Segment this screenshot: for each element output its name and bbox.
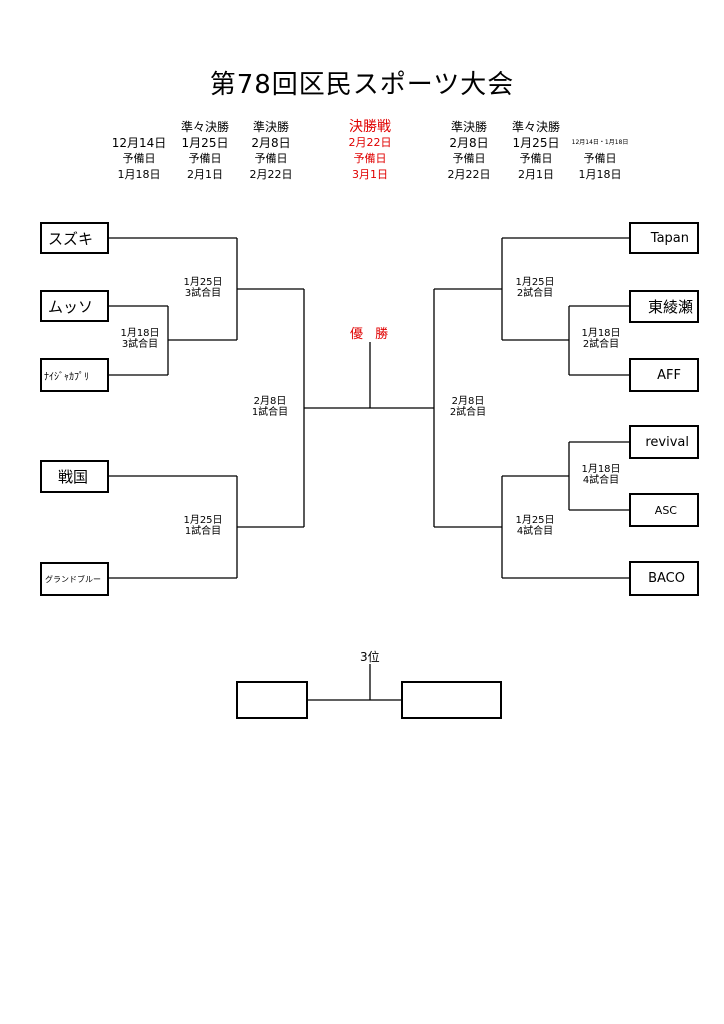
team-name: Tapan	[650, 230, 689, 246]
match-name: 4試合目	[516, 526, 554, 537]
schedule-reserve-date: 2月1日	[518, 168, 554, 181]
match-label: 2月8日 1試合目	[243, 396, 297, 418]
page-title: 第78回区民スポーツ大会	[209, 70, 515, 100]
match-name: 2試合目	[582, 339, 620, 350]
schedule-col-1: 12月14日 予備日 1月18日	[106, 119, 172, 183]
team-name: ムッソ	[48, 297, 94, 316]
schedule-col-7: 12月14日・1月18日 予備日 1月18日	[570, 119, 630, 183]
third-place-slot-left	[236, 681, 308, 719]
team-box: スズキ	[40, 222, 109, 254]
team-box: ﾅｲｼﾞｬｶﾌﾟﾘ	[40, 358, 109, 392]
team-box: 戦国	[40, 460, 109, 493]
schedule-reserve-date: 3月1日	[352, 168, 388, 181]
team-name: revival	[645, 434, 689, 450]
team-box: AFF	[629, 358, 699, 392]
schedule-reserve-label: 予備日	[188, 152, 222, 165]
schedule-date: 1月25日	[181, 136, 229, 150]
match-name: 1試合目	[251, 407, 289, 418]
schedule-date: 1月25日	[512, 136, 560, 150]
team-box: ASC	[629, 493, 699, 527]
schedule-col-final: 決勝戦 2月22日 予備日 3月1日	[334, 119, 406, 183]
team-box: revival	[629, 425, 699, 459]
match-label: 1月25日 1試合目	[176, 515, 230, 537]
match-date: 2月8日	[253, 396, 287, 407]
schedule-reserve-label: 予備日	[254, 152, 288, 165]
schedule-date: 2月8日	[251, 136, 291, 150]
schedule-round: 準決勝	[252, 120, 289, 134]
match-date: 1月18日	[581, 328, 621, 339]
schedule-reserve-date: 1月18日	[578, 168, 622, 181]
schedule-col-2: 準々決勝 1月25日 予備日 2月1日	[172, 119, 238, 183]
match-date: 2月8日	[451, 396, 485, 407]
team-box: Tapan	[629, 222, 699, 254]
schedule-reserve-date: 2月22日	[249, 168, 293, 181]
schedule-round: 準々決勝	[180, 120, 229, 134]
schedule-date: 2月22日	[348, 136, 392, 149]
schedule-col-6: 準々決勝 1月25日 予備日 2月1日	[503, 119, 569, 183]
match-label: 1月18日 4試合目	[574, 464, 628, 486]
match-date: 1月25日	[183, 277, 223, 288]
match-label: 1月18日 3試合目	[113, 328, 167, 350]
team-name: AFF	[657, 367, 681, 383]
schedule-reserve-label: 予備日	[452, 152, 486, 165]
match-name: 2試合目	[449, 407, 487, 418]
schedule-date: 2月8日	[449, 136, 489, 150]
schedule-reserve-label: 予備日	[583, 152, 617, 165]
match-label: 1月25日 4試合目	[508, 515, 562, 537]
schedule-reserve-date: 1月18日	[117, 168, 161, 181]
schedule-date: 12月14日・1月18日	[571, 139, 629, 146]
team-name: スズキ	[48, 229, 94, 248]
schedule-reserve-label: 予備日	[353, 152, 387, 165]
schedule-reserve-label: 予備日	[519, 152, 553, 165]
third-place-label: 3位	[360, 650, 380, 664]
champion-label: 優 勝	[350, 327, 393, 342]
team-name: ﾅｲｼﾞｬｶﾌﾟﾘ	[44, 371, 89, 383]
schedule-reserve-date: 2月22日	[447, 168, 491, 181]
team-box: ムッソ	[40, 290, 109, 322]
team-box: 東綾瀬	[629, 290, 699, 323]
schedule-round: 決勝戦	[349, 119, 391, 135]
match-name: 3試合目	[121, 339, 159, 350]
match-label: 1月18日 2試合目	[574, 328, 628, 350]
match-label: 1月25日 3試合目	[176, 277, 230, 299]
team-name: ASC	[654, 503, 677, 517]
match-date: 1月18日	[581, 464, 621, 475]
team-box: グランドブルー	[40, 562, 109, 596]
team-name: グランドブルー	[45, 574, 101, 584]
match-name: 3試合目	[184, 288, 222, 299]
match-label: 1月25日 2試合目	[508, 277, 562, 299]
schedule-col-5: 準決勝 2月8日 予備日 2月22日	[436, 119, 502, 183]
schedule-date: 12月14日	[111, 136, 167, 150]
match-name: 2試合目	[516, 288, 554, 299]
match-date: 1月25日	[515, 515, 555, 526]
schedule-round: 準決勝	[450, 120, 487, 134]
schedule-round: 準々決勝	[511, 120, 560, 134]
schedule-reserve-date: 2月1日	[187, 168, 223, 181]
team-name: 戦国	[58, 468, 89, 486]
team-box: BACO	[629, 561, 699, 596]
match-date: 1月25日	[183, 515, 223, 526]
team-name: BACO	[648, 571, 685, 586]
team-name: 東綾瀬	[647, 298, 693, 316]
match-name: 4試合目	[582, 475, 620, 486]
third-place-slot-right	[401, 681, 502, 719]
schedule-reserve-label: 予備日	[122, 152, 156, 165]
match-date: 1月25日	[515, 277, 555, 288]
match-date: 1月18日	[120, 328, 160, 339]
match-name: 1試合目	[184, 526, 222, 537]
match-label: 2月8日 2試合目	[441, 396, 495, 418]
schedule-col-3: 準決勝 2月8日 予備日 2月22日	[238, 119, 304, 183]
